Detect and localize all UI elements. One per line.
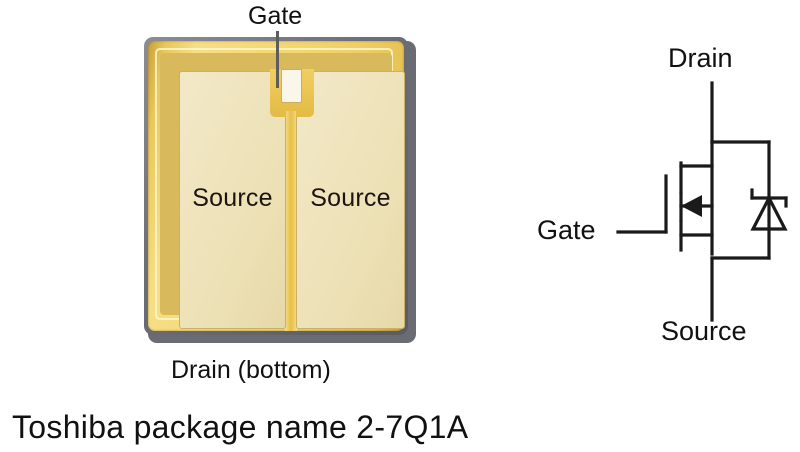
body-diode-triangle xyxy=(750,194,788,231)
package-top-view: Source Source xyxy=(144,37,416,343)
gate-label-schematic: Gate xyxy=(537,215,596,245)
gate-stem xyxy=(286,111,296,129)
mosfet-schematic-symbol xyxy=(520,30,800,360)
source-pad-right[interactable]: Source xyxy=(296,71,405,329)
source-pad-left[interactable]: Source xyxy=(179,71,286,329)
body-arrow-n-channel xyxy=(681,195,702,217)
mosfet-schematic-svg xyxy=(616,81,788,322)
source-pad-left-label: Source xyxy=(192,183,273,212)
source-pad-right-label: Source xyxy=(310,183,391,212)
figure-caption: Toshiba package name 2-7Q1A xyxy=(12,409,469,445)
source-label-schematic: Source xyxy=(661,316,747,346)
drain-label-schematic: Drain xyxy=(668,43,733,73)
gate-pad[interactable] xyxy=(281,69,302,103)
package-inner-plane: Source Source xyxy=(160,53,405,331)
source-isolation-stripe xyxy=(285,69,297,331)
drain-bottom-label: Drain (bottom) xyxy=(171,356,331,384)
gate-leader-line xyxy=(276,31,279,88)
gate-label-package: Gate xyxy=(248,2,303,30)
